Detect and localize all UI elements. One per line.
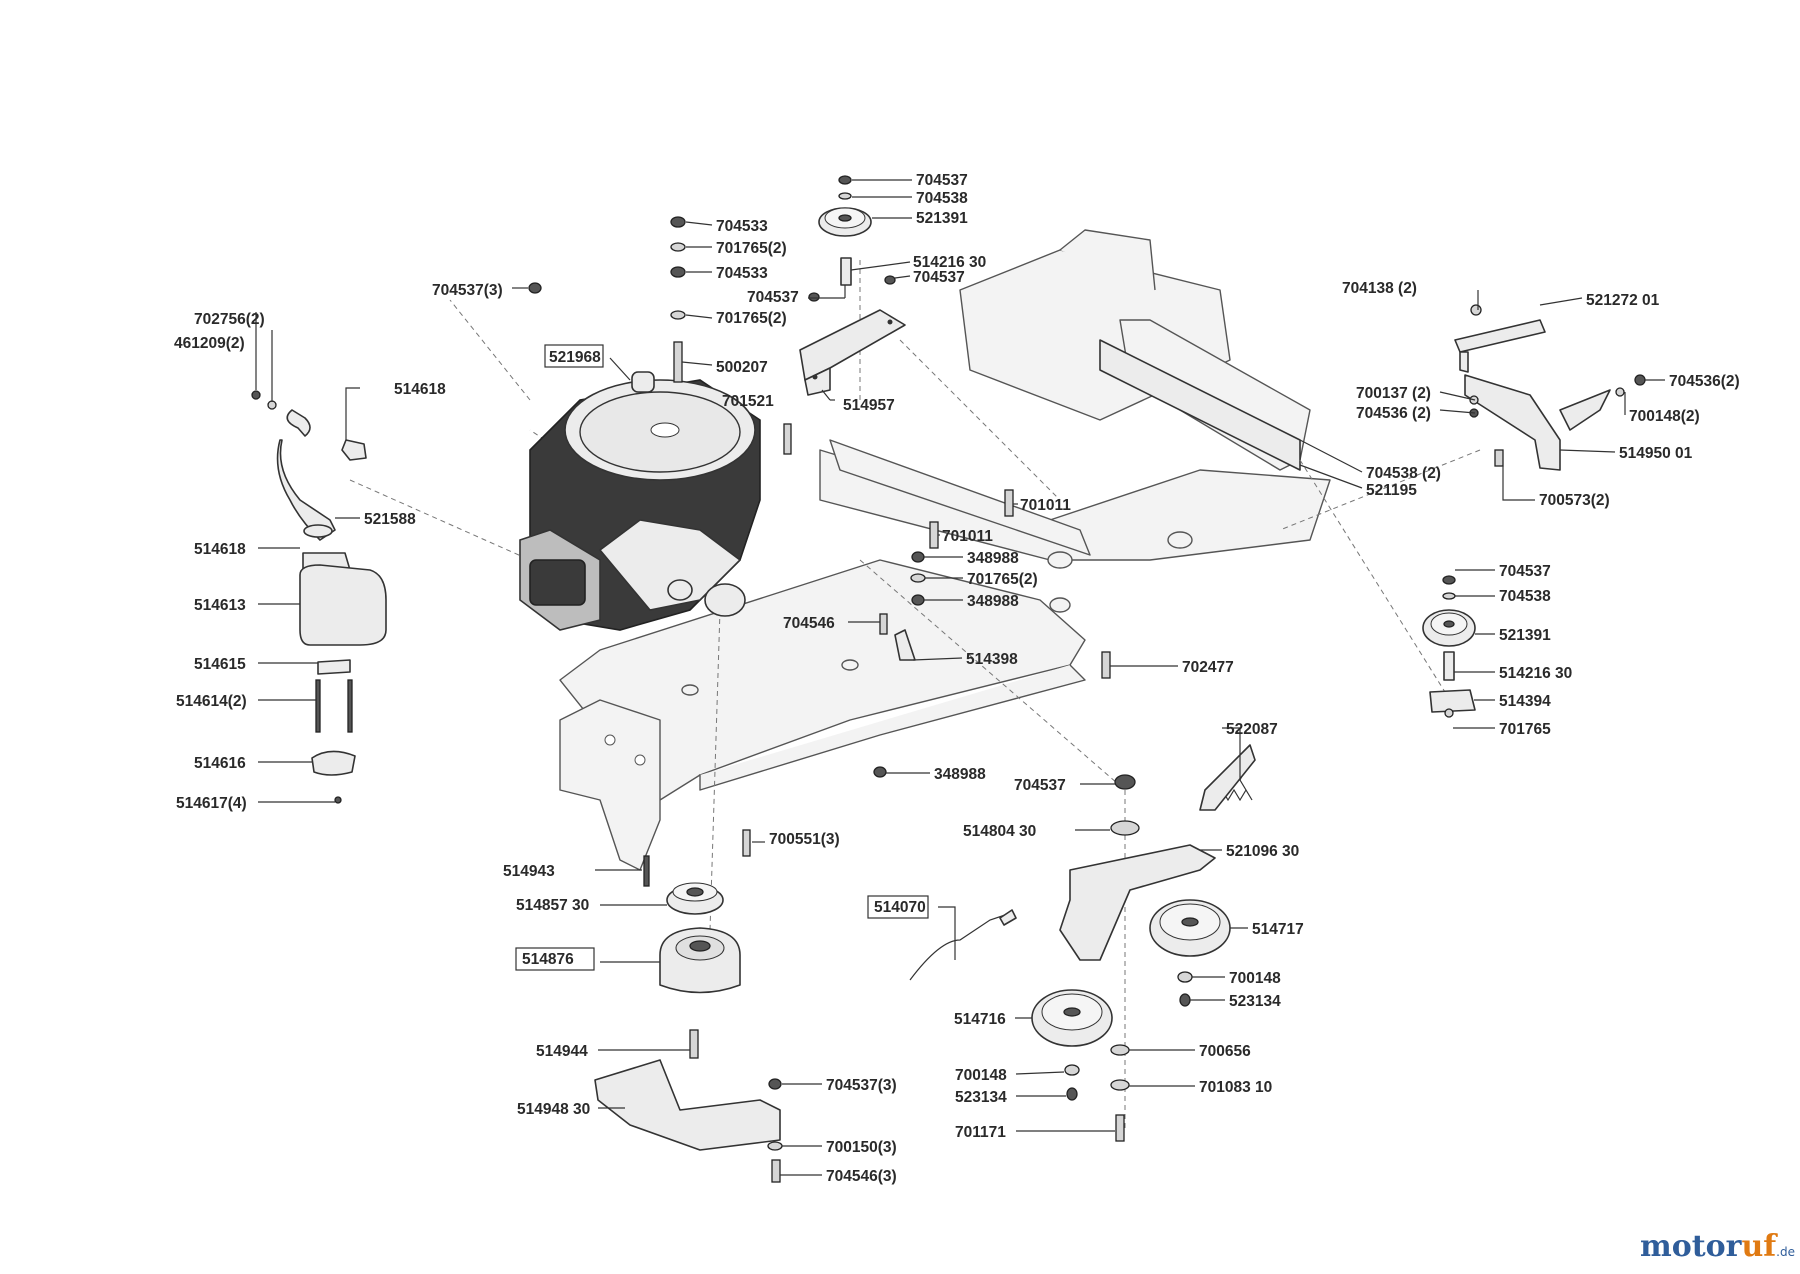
part-label: 701083 10: [1199, 1079, 1272, 1096]
part-label: 514876: [522, 951, 574, 968]
part-label: 521391: [916, 210, 968, 227]
logo-main: motor: [1640, 1229, 1743, 1264]
part-label: 700656: [1199, 1043, 1251, 1060]
part-label: 521968: [549, 349, 601, 366]
right-bracket-assembly: [1454, 304, 1646, 471]
exhaust-assembly: [251, 390, 387, 804]
part-label: 514804 30: [963, 823, 1036, 840]
part-label: 514616: [194, 755, 246, 772]
part-label: 700148: [955, 1067, 1007, 1084]
part-label: 701011: [942, 528, 993, 545]
part-label: 514857 30: [516, 897, 589, 914]
part-label: 514944: [536, 1043, 588, 1060]
idler-arm-assembly: [909, 744, 1256, 1142]
part-label: 521272 01: [1586, 292, 1660, 309]
part-label: 514950 01: [1619, 445, 1693, 462]
part-label: 701011: [1020, 497, 1071, 514]
pto-clutch-assembly: [594, 855, 783, 1183]
label-box-514070: [867, 895, 929, 919]
part-label: 704537: [913, 269, 965, 286]
part-label: 704537: [1014, 777, 1066, 794]
engine-top-hardware: [528, 216, 792, 455]
part-label: 522087: [1226, 721, 1278, 738]
part-label: 704533: [716, 265, 768, 282]
part-label: 704537: [747, 289, 799, 306]
assembly-lines: [349, 260, 1481, 1130]
part-label: 701521: [722, 393, 774, 410]
part-label: 514948 30: [517, 1101, 590, 1118]
part-label: 514614(2): [176, 693, 247, 710]
part-label: 514957: [843, 397, 895, 414]
part-label: 702477: [1182, 659, 1234, 676]
part-label: 514618: [394, 381, 446, 398]
part-label: 521391: [1499, 627, 1551, 644]
part-label: 523134: [1229, 993, 1281, 1010]
label-box-514876: [515, 947, 595, 971]
part-label: 348988: [967, 593, 1019, 610]
svg-text:motoruf.de: motoruf.de: [1640, 1229, 1795, 1264]
part-label: 514613: [194, 597, 246, 614]
part-labels: 704537 704538 521391 704533 701765(2) 70…: [174, 172, 1740, 1185]
part-label: 704537(3): [432, 282, 503, 299]
bracket-514957: [799, 275, 906, 396]
part-label: 514716: [954, 1011, 1006, 1028]
part-label: 700150(3): [826, 1139, 897, 1156]
part-label: 514216 30: [913, 254, 986, 271]
part-label: 701171: [955, 1124, 1006, 1141]
part-label: 521195: [1366, 482, 1417, 499]
part-label: 521096 30: [1226, 843, 1299, 860]
part-label: 348988: [934, 766, 986, 783]
part-label: 461209(2): [174, 335, 245, 352]
logo-suffix: .de: [1776, 1245, 1795, 1259]
part-label: 704546: [783, 615, 835, 632]
part-label: 704546(3): [826, 1168, 897, 1185]
part-label: 704538: [916, 190, 968, 207]
part-label: 514070: [874, 899, 926, 916]
part-label: 500207: [716, 359, 768, 376]
part-label: 514943: [503, 863, 555, 880]
part-label: 704536 (2): [1356, 405, 1431, 422]
part-label: 514717: [1252, 921, 1304, 938]
part-label: 514394: [1499, 693, 1551, 710]
part-label: 514216 30: [1499, 665, 1572, 682]
logo-accent: uf: [1741, 1229, 1778, 1264]
right-idler-pulley: [1422, 575, 1476, 718]
part-label: 704536(2): [1669, 373, 1740, 390]
leader-lines: [255, 179, 1665, 1176]
label-box-521968: [544, 344, 604, 368]
part-label: 700148(2): [1629, 408, 1700, 425]
part-label: 704538: [1499, 588, 1551, 605]
part-label: 521588: [364, 511, 416, 528]
part-label: 523134: [955, 1089, 1007, 1106]
part-label: 704538 (2): [1366, 465, 1441, 482]
part-label: 700148: [1229, 970, 1281, 987]
engine: [519, 371, 761, 631]
part-label: 704138 (2): [1342, 280, 1417, 297]
part-label: 701765(2): [716, 240, 787, 257]
part-label: 700573(2): [1539, 492, 1610, 509]
part-label: 700137 (2): [1356, 385, 1431, 402]
part-label: 348988: [967, 550, 1019, 567]
part-label: 702756(2): [194, 311, 265, 328]
part-label: 704533: [716, 218, 768, 235]
upper-idler-pulley: [818, 175, 872, 286]
part-label: 701765(2): [967, 571, 1038, 588]
part-label: 514618: [194, 541, 246, 558]
part-label: 701765: [1499, 721, 1551, 738]
part-label: 514617(4): [176, 795, 247, 812]
part-label: 514615: [194, 656, 246, 673]
part-label: 704537: [1499, 563, 1551, 580]
part-label: 704537(3): [826, 1077, 897, 1094]
chassis-frame: [559, 229, 1331, 871]
part-label: 700551(3): [769, 831, 840, 848]
part-label: 701765(2): [716, 310, 787, 327]
motoruf-logo: motoruf.de: [1640, 1229, 1795, 1264]
part-label: 704537: [916, 172, 968, 189]
part-label: 514398: [966, 651, 1018, 668]
